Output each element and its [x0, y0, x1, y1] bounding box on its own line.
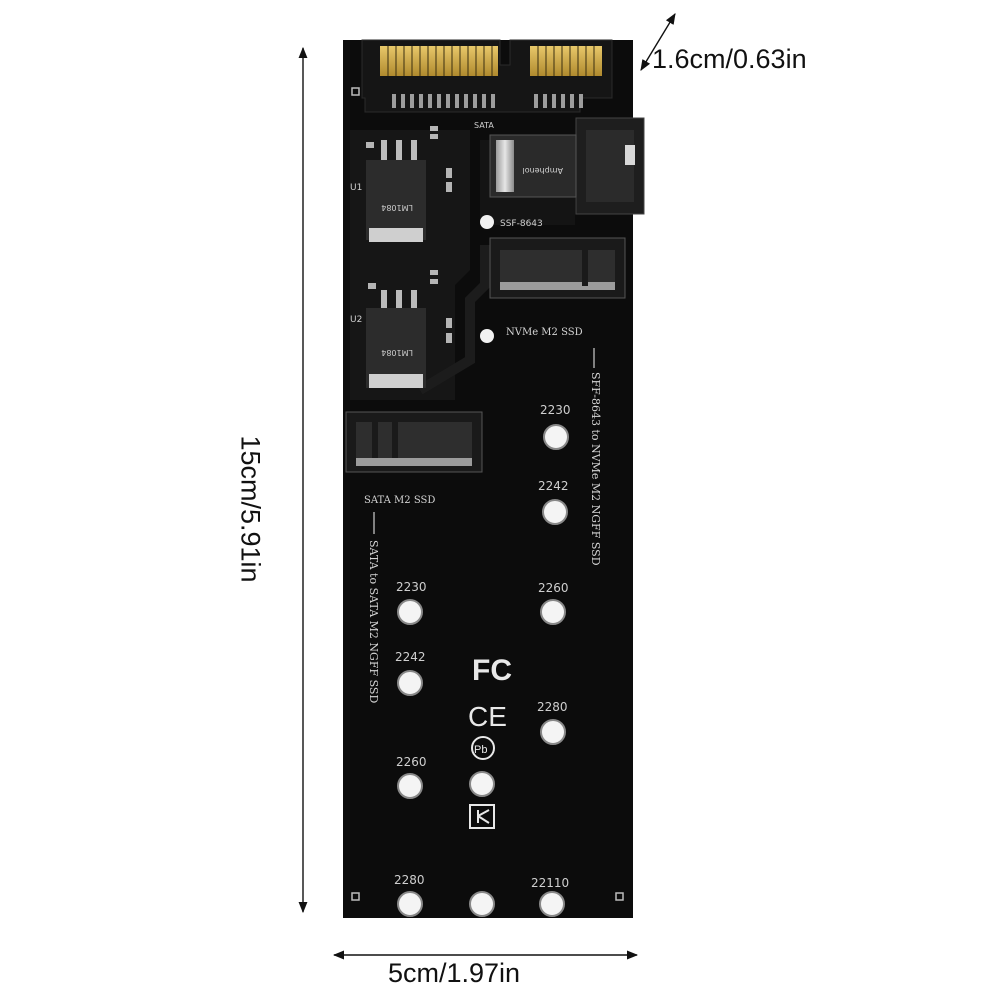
hole-label: 2230: [540, 403, 571, 417]
mounting-hole: [540, 719, 566, 745]
mounting-hole: [469, 771, 495, 797]
width-dimension-label: 5cm/1.97in: [388, 958, 521, 988]
sata-m2-slot-label: SATA M2 SSD: [364, 495, 435, 506]
fc-mark: FC: [472, 654, 512, 687]
sata-connector: SATA: [361, 39, 613, 130]
ssf-label: SSF-8643: [500, 219, 543, 229]
thickness-dimension-line: [640, 13, 676, 71]
mounting-hole: [397, 599, 423, 625]
bottom-holes: 2280 22110: [394, 873, 569, 917]
side-text-left: SATA to SATA M2 NGFF SSD: [367, 512, 380, 703]
hole-label: 2260: [538, 581, 569, 595]
certification-marks: FC CE Pb: [468, 654, 512, 829]
hole-label: 2230: [396, 580, 427, 594]
smd-components: [366, 126, 452, 343]
side-text-right: SFF-8643 to NVMe M2 NGFF SSD: [589, 348, 602, 566]
right-holes: 2230 2242 2260 2280: [537, 403, 571, 745]
nvme-m2-slot: NVMe M2 SSD: [489, 237, 626, 338]
mounting-hole: [397, 670, 423, 696]
mounting-hole: [543, 424, 569, 450]
hole-label: 2280: [537, 700, 568, 714]
u2-chip-text: LM1084: [381, 348, 413, 357]
hole-label: 2242: [538, 479, 569, 493]
hole-label: 2280: [394, 873, 425, 887]
mounting-hole: [542, 499, 568, 525]
hole-label: 22110: [531, 876, 569, 890]
sata-connector-label: SATA: [474, 121, 494, 130]
height-dimension-label: 15cm/5.91in: [235, 435, 266, 583]
side-text-left-label: SATA to SATA M2 NGFF SSD: [367, 540, 380, 703]
thickness-dimension-label: 1.6cm/0.63in: [652, 44, 807, 74]
ce-mark: CE: [468, 701, 507, 732]
sff-connector-brand: Amphenol: [522, 166, 563, 175]
mounting-hole: [540, 599, 566, 625]
u1-chip-text: LM1084: [381, 203, 413, 212]
pb-mark: Pb: [474, 744, 487, 756]
mounting-hole: [469, 891, 495, 917]
u2-label: U2: [350, 315, 362, 325]
left-holes: 2230 2242 2260: [395, 580, 427, 799]
voltage-regulator-u2: LM1084 U2: [350, 290, 426, 388]
sata-m2-slot: SATA M2 SSD: [345, 411, 483, 506]
rcm-icon: [469, 804, 495, 829]
mounting-hole: [397, 773, 423, 799]
hole-label: 2242: [395, 650, 426, 664]
mounting-hole: [397, 891, 423, 917]
side-text-right-label: SFF-8643 to NVMe M2 NGFF SSD: [589, 372, 602, 566]
hole-label: 2260: [396, 755, 427, 769]
sff-8643-connector: Amphenol SSF-8643: [489, 117, 645, 229]
mounting-hole: [539, 891, 565, 917]
pb-free-icon: [471, 736, 495, 760]
nvme-slot-label: NVMe M2 SSD: [506, 327, 583, 338]
voltage-regulator-u1: LM1084 U1: [350, 140, 426, 242]
u1-label: U1: [350, 183, 362, 193]
mount-via: [480, 329, 494, 343]
mount-via: [480, 215, 494, 229]
